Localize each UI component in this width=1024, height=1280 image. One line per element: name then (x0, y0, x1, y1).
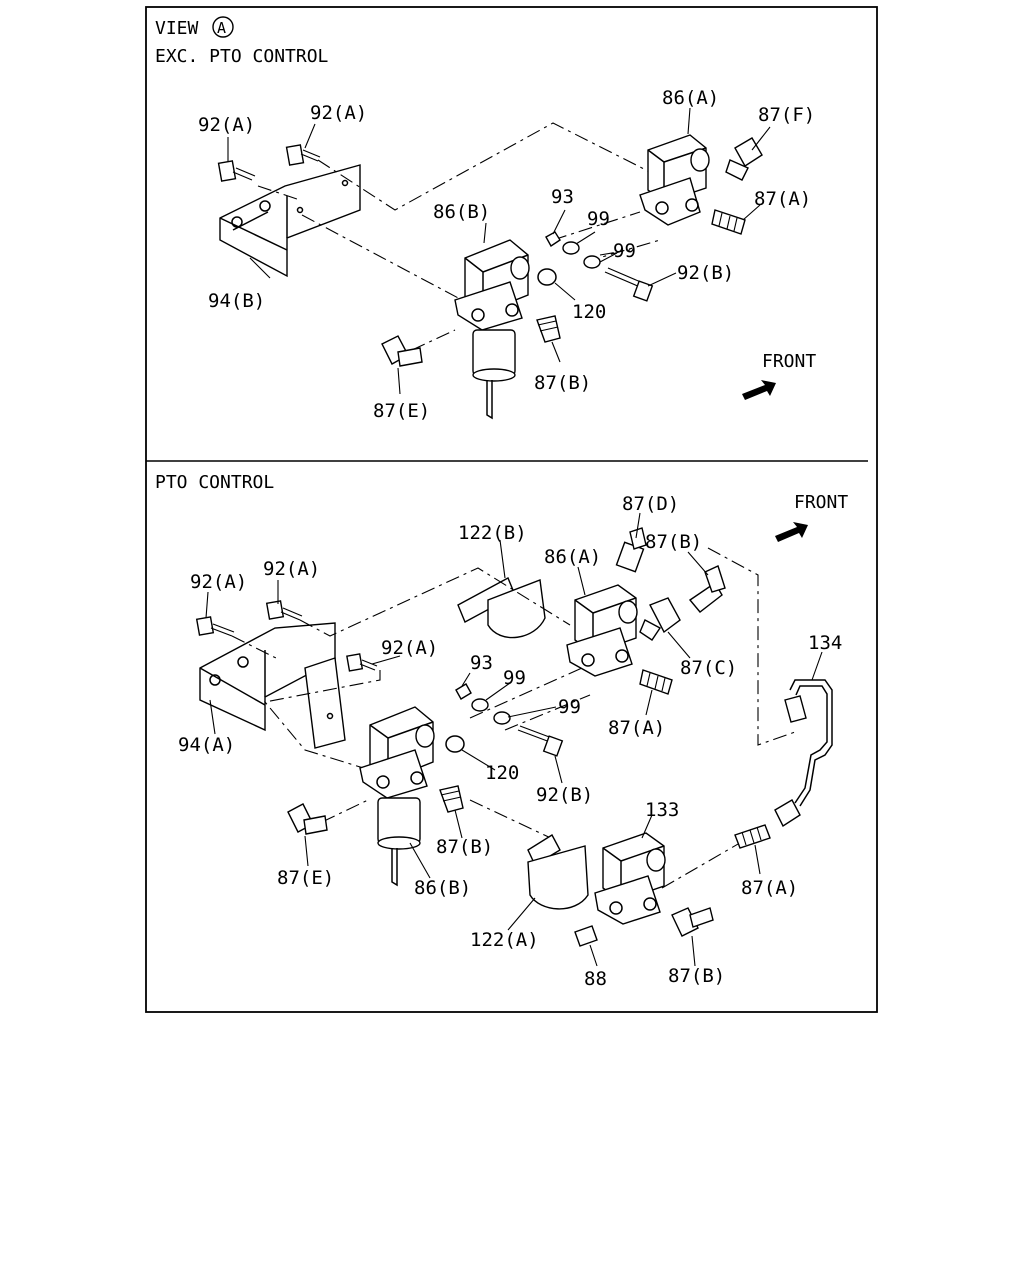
bracket-94a (199, 622, 346, 749)
top-section-title: EXC. PTO CONTROL (155, 46, 329, 67)
leader-lines-top (227, 107, 771, 395)
bracket-122b (457, 577, 546, 639)
fitting-87a (639, 669, 673, 695)
washer-99 (583, 255, 601, 269)
diagram-frame (145, 6, 878, 1013)
fitting-87b (439, 785, 464, 813)
callout-87f: 87(F) (758, 104, 815, 126)
washer-99 (562, 241, 580, 255)
callout-99: 99 (558, 696, 581, 718)
leader-lines-bottom (205, 512, 823, 967)
callout-87b: 87(B) (668, 965, 725, 987)
callout-93: 93 (470, 652, 493, 674)
pipe-134 (774, 679, 833, 828)
fitting-87a (734, 824, 771, 849)
callout-87e: 87(E) (373, 400, 430, 422)
valve-86a (566, 584, 638, 677)
valve-86a (639, 134, 710, 226)
callout-88: 88 (584, 968, 607, 990)
callout-87a: 87(A) (608, 717, 665, 739)
washer-99 (471, 698, 489, 712)
fitting-87e (287, 803, 328, 835)
callout-93: 93 (551, 186, 574, 208)
bolt-92b (517, 725, 564, 757)
nut-93 (455, 683, 472, 700)
view-marker: A (217, 19, 226, 37)
view-marker-circle (212, 16, 234, 38)
callout-94a: 94(A) (178, 734, 235, 756)
fitting-87a (711, 209, 746, 235)
callout-92b: 92(B) (536, 784, 593, 806)
bracket-122a (527, 834, 589, 910)
front-arrow-icon (775, 522, 808, 542)
callout-120: 120 (572, 301, 606, 323)
callout-87b: 87(B) (534, 372, 591, 394)
valve-86b (359, 706, 435, 887)
fitting-87d (615, 527, 647, 573)
callout-122a: 122(A) (470, 929, 539, 951)
callout-133: 133 (645, 799, 679, 821)
fitting-87e (381, 335, 423, 367)
fitting-87c (639, 597, 681, 641)
callout-87c: 87(C) (680, 657, 737, 679)
callout-86b: 86(B) (414, 877, 471, 899)
nut-93 (545, 231, 561, 248)
callouts-top: 92(A) 92(A) 86(A) 87(F) 87(A) 93 99 99 8… (198, 87, 815, 422)
callout-87a: 87(A) (754, 188, 811, 210)
callout-86b: 86(B) (433, 201, 490, 223)
front-label-bottom: FRONT (794, 492, 848, 513)
bolt-92a (195, 616, 235, 637)
bolt-92a (346, 653, 378, 672)
o-ring-120 (445, 735, 465, 753)
callout-87b: 87(B) (436, 836, 493, 858)
callout-92a: 92(A) (310, 102, 367, 124)
front-arrow-icon (742, 380, 776, 400)
valve-86b (454, 239, 530, 420)
bolt-92a (285, 144, 321, 166)
callout-92a: 92(A) (381, 637, 438, 659)
callout-94b: 94(B) (208, 290, 265, 312)
valve-133 (594, 832, 666, 925)
callout-87a: 87(A) (741, 877, 798, 899)
fitting-87b (536, 315, 561, 343)
callout-99: 99 (587, 208, 610, 230)
callout-87b: 87(B) (645, 531, 702, 553)
callout-99: 99 (503, 667, 526, 689)
bolt-92b (604, 267, 654, 302)
callout-134: 134 (808, 632, 842, 654)
callout-87e: 87(E) (277, 867, 334, 889)
bolt-92a (265, 600, 303, 621)
top-assembly (217, 107, 771, 420)
fitting-87b (688, 565, 726, 613)
bracket-94b (219, 164, 361, 278)
callout-92a: 92(A) (190, 571, 247, 593)
o-ring-120 (537, 268, 557, 286)
view-label: VIEW (155, 18, 199, 39)
bolt-92a (217, 160, 256, 182)
callout-87d: 87(D) (622, 493, 679, 515)
callout-120: 120 (485, 762, 519, 784)
callout-92a: 92(A) (263, 558, 320, 580)
washer-99 (493, 711, 511, 725)
callout-92a: 92(A) (198, 114, 255, 136)
callout-99: 99 (613, 240, 636, 262)
callout-86a: 86(A) (544, 546, 601, 568)
bottom-section-title: PTO CONTROL (155, 472, 274, 493)
callout-86a: 86(A) (662, 87, 719, 109)
callout-92b: 92(B) (677, 262, 734, 284)
fitting-88 (574, 925, 598, 947)
callout-122b: 122(B) (458, 522, 527, 544)
callouts-bottom: 87(D) 122(B) 87(B) 86(A) 92(A) 92(A) 92(… (178, 493, 842, 990)
fitting-87b (671, 907, 714, 937)
front-label-top: FRONT (762, 351, 816, 372)
bottom-assembly (195, 512, 833, 967)
